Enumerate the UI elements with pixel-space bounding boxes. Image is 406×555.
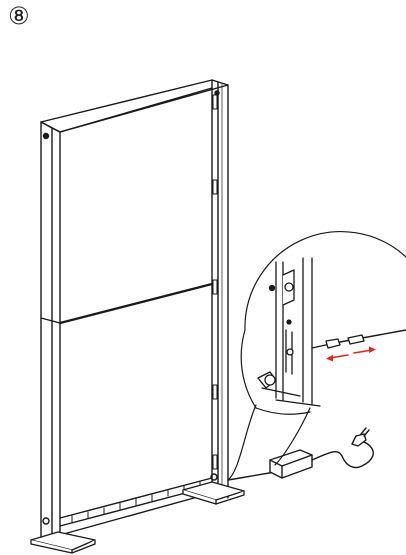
foot-left: [30, 531, 96, 554]
connector-arrows-icon: [326, 346, 376, 362]
step-number: ⑧: [8, 2, 30, 30]
zoom-callout: [227, 231, 406, 481]
lightbox-frame: [40, 79, 229, 544]
foot-right: [182, 481, 245, 505]
power-adapter-icon: [269, 449, 313, 479]
plug-icon: [351, 427, 370, 447]
power-cable: [227, 427, 374, 481]
